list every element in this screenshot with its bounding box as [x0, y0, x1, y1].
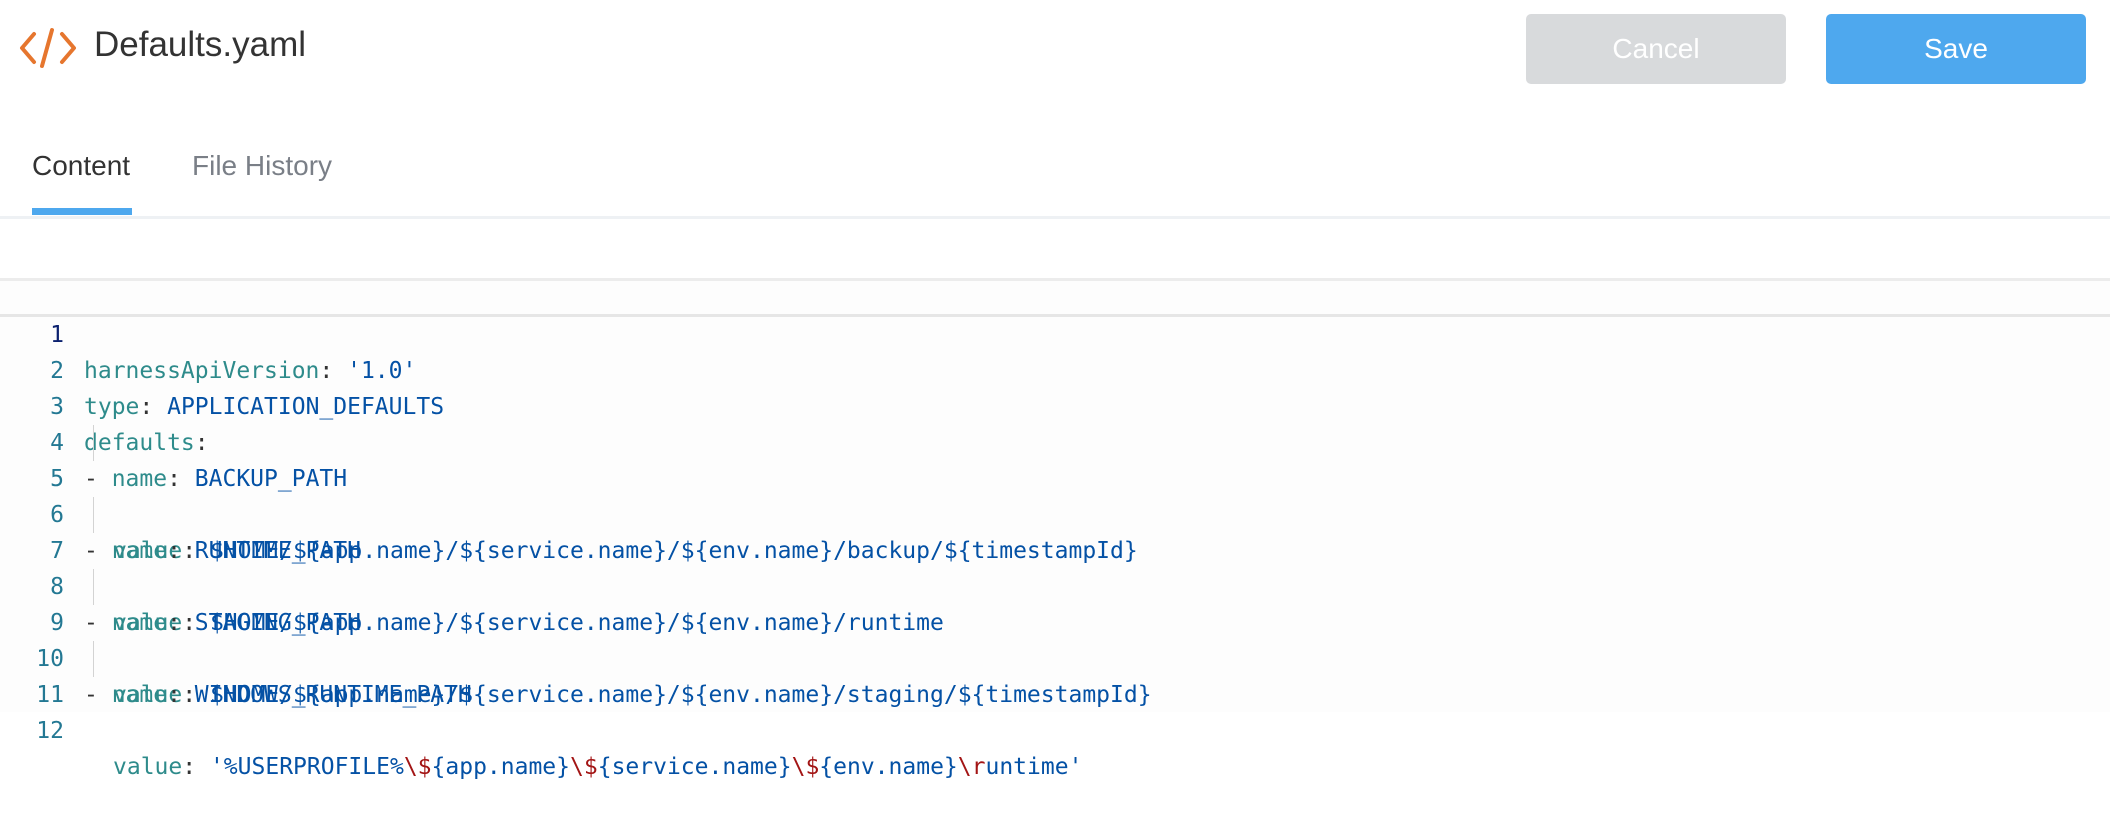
yaml-escape: \$ — [570, 754, 598, 780]
code-line[interactable]: 12 — [0, 677, 2110, 744]
code-line[interactable]: 7 value: $HOME/${app.name}/${service.nam… — [0, 497, 2110, 636]
cancel-button[interactable]: Cancel — [1526, 14, 1786, 84]
tab-content[interactable]: Content — [32, 150, 131, 181]
yaml-key: name — [111, 466, 168, 492]
tab-file-history[interactable]: File History — [192, 150, 333, 181]
yaml-escape: \$ — [403, 754, 432, 780]
line-number: 12 — [36, 718, 64, 744]
yaml-string-part: {env.name} — [819, 754, 958, 780]
yaml-value: $HOME/${app.name}/${service.name}/${env.… — [209, 682, 1152, 708]
yaml-string-part: untime' — [985, 754, 1083, 780]
yaml-key: value — [113, 538, 183, 564]
code-line[interactable]: 8 - name: STAGING_PATH — [0, 533, 2110, 636]
yaml-key: value — [113, 754, 183, 780]
file-title: Defaults.yaml — [94, 25, 307, 64]
yaml-key: type — [84, 394, 140, 420]
list-dash: - — [84, 682, 112, 708]
code-line[interactable]: 9 value: $HOME/${app.name}/${service.nam… — [0, 569, 2110, 708]
editor-divider — [0, 278, 2110, 281]
line-number: 3 — [50, 394, 64, 420]
yaml-key: name — [111, 610, 168, 636]
yaml-key: value — [113, 682, 183, 708]
yaml-key: defaults — [84, 430, 195, 456]
yaml-value: $HOME/${app.name}/${service.name}/${env.… — [209, 538, 1138, 564]
line-number: 10 — [36, 646, 64, 672]
indent-guide — [93, 569, 94, 605]
yaml-code-editor[interactable]: 1 harnessApiVersion: '1.0' 2 type: APPLI… — [0, 278, 2110, 780]
yaml-value: STAGING_PATH — [194, 610, 361, 636]
code-line[interactable]: 2 type: APPLICATION_DEFAULTS — [0, 317, 2110, 420]
yaml-value: BACKUP_PATH — [194, 466, 348, 492]
code-line[interactable]: 6 - name: RUNTIME_PATH — [0, 461, 2110, 564]
yaml-string-part: {service.name} — [597, 754, 792, 780]
yaml-value: RUNTIME_PATH — [194, 538, 361, 564]
indent-guide — [93, 425, 94, 461]
indent-guide — [93, 641, 94, 677]
line-number: 11 — [36, 682, 64, 708]
yaml-value: APPLICATION_DEFAULTS — [167, 394, 445, 420]
list-dash: - — [84, 610, 112, 636]
yaml-key: name — [111, 682, 168, 708]
code-line[interactable]: 4 - name: BACKUP_PATH — [0, 389, 2110, 492]
line-number: 5 — [50, 466, 64, 492]
code-line[interactable]: 1 harnessApiVersion: '1.0' — [0, 281, 2110, 384]
line-number: 7 — [50, 538, 64, 564]
code-line[interactable]: 3 defaults: — [0, 353, 2110, 456]
save-button[interactable]: Save — [1826, 14, 2086, 84]
yaml-string-part: '%USERPROFILE% — [209, 754, 404, 780]
yaml-key: value — [113, 610, 183, 636]
yaml-value: WINDOWS_RUNTIME_PATH — [194, 682, 472, 708]
line-number: 8 — [50, 574, 64, 600]
line-number: 2 — [50, 358, 64, 384]
code-line[interactable]: 5 value: $HOME/${app.name}/${service.nam… — [0, 425, 2110, 564]
line-number: 9 — [50, 610, 64, 636]
line-number: 1 — [50, 322, 64, 348]
line-number: 4 — [50, 430, 64, 456]
list-dash: - — [84, 466, 112, 492]
yaml-key: name — [111, 538, 168, 564]
line-number: 6 — [50, 502, 64, 528]
indent-guide — [93, 497, 94, 533]
code-file-icon — [20, 28, 76, 68]
active-tab-indicator — [32, 208, 132, 215]
yaml-value: '1.0' — [347, 358, 417, 384]
tab-bar: Content File History — [0, 100, 2110, 219]
list-dash: - — [84, 538, 112, 564]
yaml-escape: \r — [957, 754, 986, 780]
yaml-string-part: {app.name} — [431, 754, 571, 780]
yaml-value: $HOME/${app.name}/${service.name}/${env.… — [209, 610, 944, 636]
yaml-key: harnessApiVersion — [84, 358, 320, 384]
code-line[interactable]: 10 - name: WINDOWS_RUNTIME_PATH — [0, 605, 2110, 708]
yaml-escape: \$ — [791, 754, 820, 780]
editor-header: Defaults.yaml Cancel Save — [0, 0, 2110, 100]
code-line[interactable]: 11 value: '%USERPROFILE%\${app.name}\${s… — [0, 641, 2110, 780]
